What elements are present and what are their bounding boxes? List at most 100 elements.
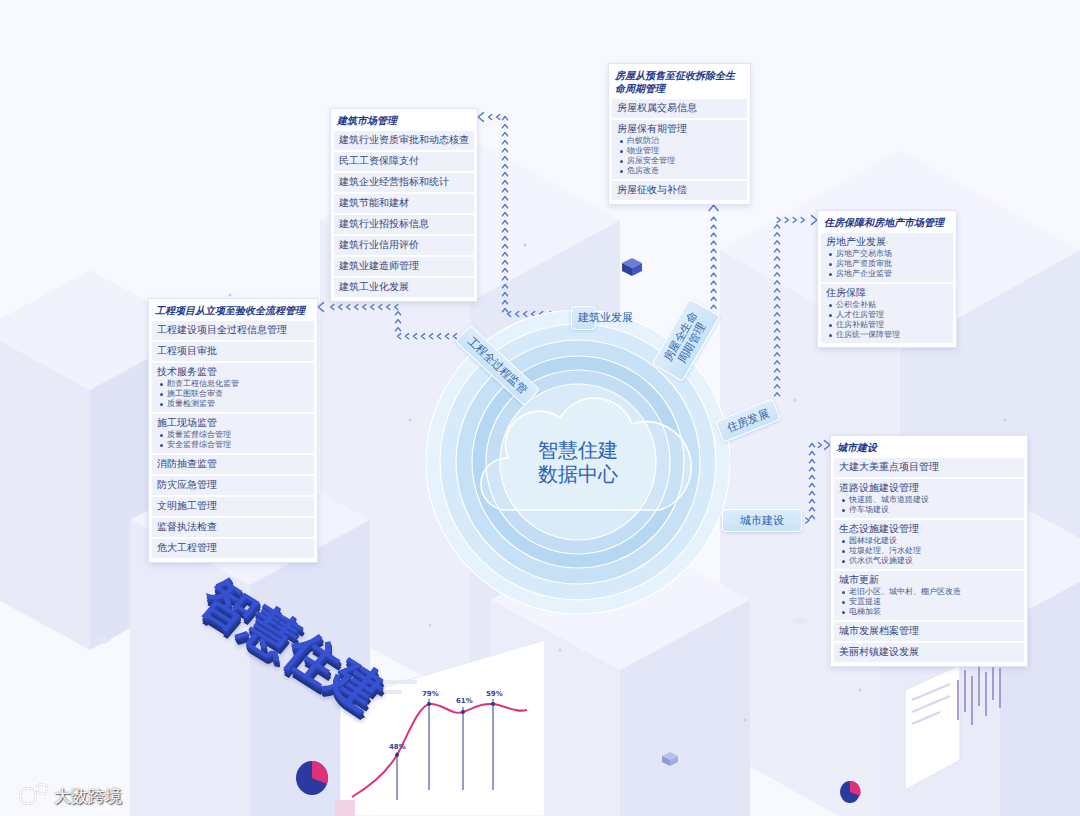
side-board-part — [912, 712, 940, 724]
item-title: 技术服务监管 — [157, 365, 309, 379]
bullet-text: 住房统一保障管理 — [826, 330, 948, 340]
side-board-part — [905, 665, 960, 790]
chart-board-part — [352, 704, 527, 797]
chart-board-part — [461, 710, 465, 714]
candlesticks-part — [964, 670, 966, 712]
spoke-tab: 城市建设 — [722, 509, 802, 532]
center-title: 智慧住建 数据中心 — [530, 438, 626, 486]
panel-box: 工程项目从立项至验收全流程管理工程建设项目全过程信息管理工程项目审批技术服务监管… — [148, 298, 318, 563]
list-item: 城市更新老旧小区、城中村、棚户区改造安置提速电梯加装 — [834, 571, 1024, 620]
panel-heading: 建筑市场管理 — [331, 111, 477, 129]
item-title: 防灾应急管理 — [157, 478, 309, 492]
bullet-text: 园林绿化建设 — [839, 536, 1019, 546]
bullet-text: 电梯加装 — [839, 607, 1019, 617]
item-title: 房地产业发展 — [826, 235, 948, 249]
iso-cube-part — [620, 600, 750, 816]
chart-board-part — [463, 707, 464, 790]
panel-box: 建筑市场管理建筑行业资质审批和动态核查民工工资保障支付建筑企业经营指标和统计建筑… — [330, 108, 478, 302]
bullet-text: 房地产企业监管 — [826, 269, 948, 279]
bullet-text: 公积金补贴 — [826, 300, 948, 310]
item-title: 工程建设项目全过程信息管理 — [157, 323, 309, 337]
list-item: 建筑企业经营指标和统计 — [334, 173, 474, 192]
watermark-logo-part — [37, 784, 47, 794]
candlesticks-part — [957, 680, 959, 720]
item-title: 建筑工业化发展 — [339, 280, 469, 294]
list-item: 民工工资保障支付 — [334, 152, 474, 171]
chart-board-part — [397, 752, 398, 800]
dots-part — [409, 419, 412, 422]
list-item: 建筑行业招投标信息 — [334, 215, 474, 234]
list-item: 城市发展档案管理 — [834, 622, 1024, 641]
percent-label: 61% — [456, 697, 473, 705]
bullet-text: 住房补贴管理 — [826, 320, 948, 330]
spoke-label: 房屋全生命周期管理 — [660, 308, 712, 371]
list-item: 建筑节能和建材 — [334, 194, 474, 213]
panel-heading: 住房保障和房地产市场管理 — [818, 213, 956, 231]
item-title: 施工现场监管 — [157, 416, 309, 430]
panel-box: 住房保障和房地产市场管理房地产业发展房地产交易市场房地产资质审批房地产企业监管住… — [817, 210, 957, 348]
percent-label: 59% — [486, 690, 503, 698]
item-title: 城市更新 — [839, 573, 1019, 587]
list-item: 工程建设项目全过程信息管理 — [152, 321, 314, 340]
list-item: 房屋保有期管理白蚁防治物业管理房屋安全管理危房改造 — [612, 120, 747, 179]
watermark: 大数跨境 — [54, 785, 122, 808]
dots-part — [744, 719, 747, 722]
item-title: 建筑行业资质审批和动态核查 — [339, 133, 469, 147]
small-cube-part — [96, 636, 112, 644]
pie-icon-part — [296, 761, 328, 795]
chart-board-part — [427, 702, 431, 706]
list-item: 房地产业发展房地产交易市场房地产资质审批房地产企业监管 — [821, 233, 953, 282]
bullet-text: 质量监督综合管理 — [157, 430, 309, 440]
pie-icon-part — [850, 781, 861, 796]
pie-icon-part — [312, 761, 328, 784]
bullet-text: 垃圾处理、污水处理 — [839, 546, 1019, 556]
list-item: 建筑工业化发展 — [334, 278, 474, 297]
percent-label: 79% — [422, 690, 439, 698]
list-item: 建筑行业信用评价 — [334, 236, 474, 255]
bullet-text: 质量检测监管 — [157, 399, 309, 409]
item-title: 工程项目审批 — [157, 344, 309, 358]
panel-heading: 工程项目从立项至验收全流程管理 — [149, 301, 317, 319]
dots-part — [524, 244, 527, 247]
item-title: 城市发展档案管理 — [839, 624, 1019, 638]
candlesticks-part — [971, 676, 973, 725]
bullet-text: 停车场建设 — [839, 505, 1019, 515]
bullet-text: 安置提速 — [839, 597, 1019, 607]
dots-part — [1004, 419, 1007, 422]
item-title: 建筑业建造师管理 — [339, 259, 469, 273]
side-board-part — [912, 696, 950, 712]
list-item: 防灾应急管理 — [152, 476, 314, 495]
percent-label: 48% — [389, 743, 406, 751]
bullet-text: 勘查工程信息化监管 — [157, 379, 309, 389]
side-board — [905, 665, 960, 790]
item-title: 危大工程管理 — [157, 541, 309, 555]
item-title: 道路设施建设管理 — [839, 481, 1019, 495]
dots-part — [229, 294, 232, 297]
list-item: 危大工程管理 — [152, 539, 314, 558]
small-cube-part — [632, 263, 642, 276]
bullet-text: 人才住房管理 — [826, 310, 948, 320]
chart-board-part — [429, 699, 430, 790]
list-item: 文明施工管理 — [152, 497, 314, 516]
chart-board-part — [491, 702, 495, 706]
item-title: 房屋征收与补偿 — [617, 183, 742, 197]
watermark-logo-part — [20, 788, 36, 804]
item-title: 住房保障 — [826, 286, 948, 300]
list-item: 技术服务监管勘查工程信息化监管施工图联合审查质量检测监管 — [152, 363, 314, 412]
small-cube-part — [622, 263, 632, 276]
chart-board-part — [493, 699, 494, 790]
list-item: 房屋征收与补偿 — [612, 181, 747, 200]
panel-heading: 房屋从预售至征收拆除全生命周期管理 — [609, 66, 750, 97]
chevron-connector — [318, 303, 457, 339]
bullet-text: 房屋安全管理 — [617, 156, 742, 166]
watermark-logo-part — [37, 784, 47, 794]
item-title: 房屋保有期管理 — [617, 122, 742, 136]
item-title: 大建大美重点项目管理 — [839, 460, 1019, 474]
list-item: 住房保障公积金补贴人才住房管理住房补贴管理住房统一保障管理 — [821, 284, 953, 343]
dots-part — [859, 689, 862, 692]
list-item: 工程项目审批 — [152, 342, 314, 361]
bullet-text: 房地产交易市场 — [826, 249, 948, 259]
item-title: 建筑节能和建材 — [339, 196, 469, 210]
bullet-text: 房地产资质审批 — [826, 259, 948, 269]
bullet-text: 快速路、城市道路建设 — [839, 495, 1019, 505]
